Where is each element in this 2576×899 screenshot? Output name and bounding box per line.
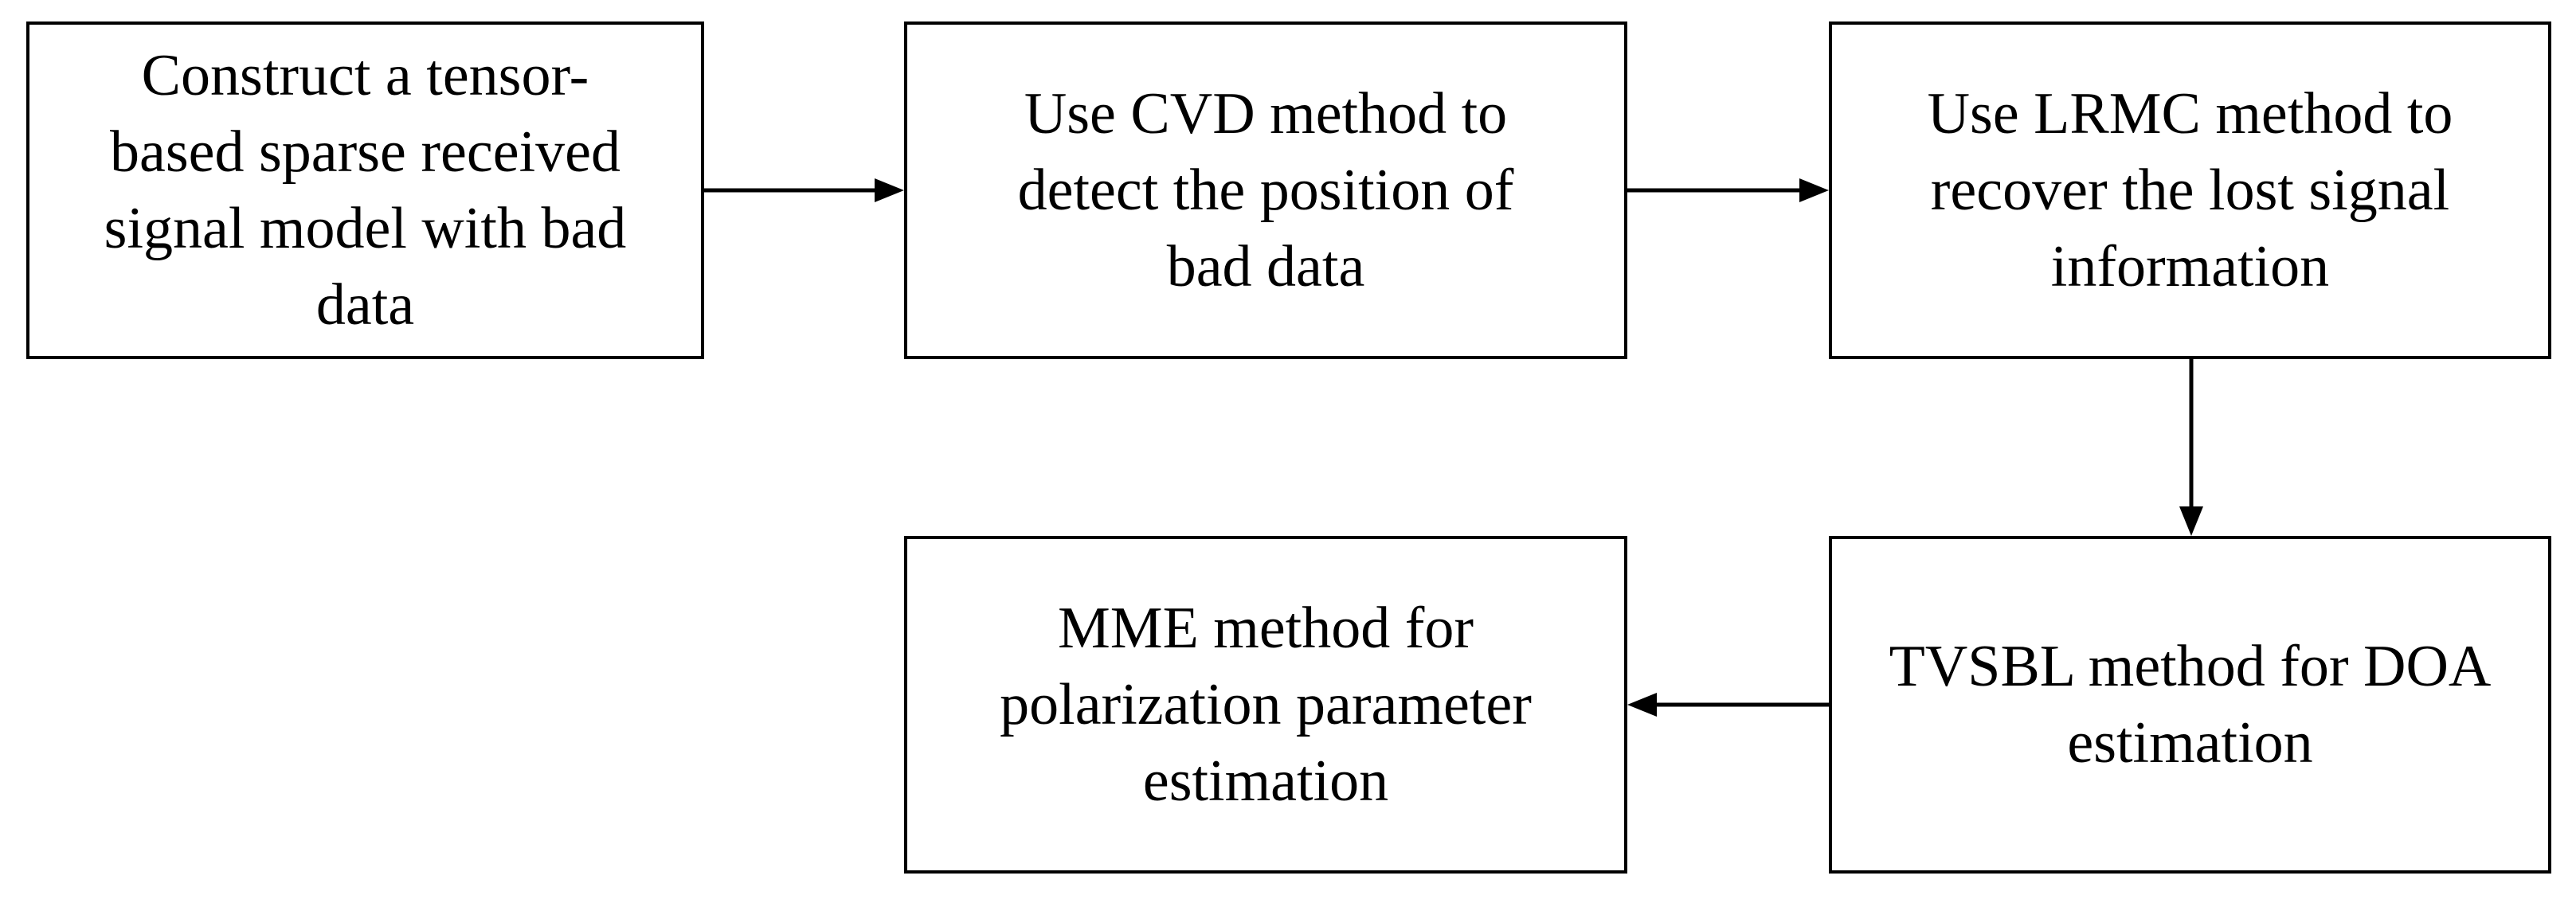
step-label-tvsbl-doa: TVSBL method for DOA estimation [1889,634,2492,776]
step-box-lrmc-recovery: Use LRMC method to recover the lost sign… [1829,21,2551,359]
step-box-tvsbl-doa: TVSBL method for DOA estimation [1829,536,2551,874]
step-label-lrmc-recovery: Use LRMC method to recover the lost sign… [1927,81,2453,299]
arrow-4-to-5-head [1627,693,1657,717]
step-label-construct-model: Construct a tensor- based sparse receive… [104,43,627,338]
step-box-construct-model: Construct a tensor- based sparse receive… [26,21,704,359]
step-box-mme-polarization: MME method for polarization parameter es… [904,536,1627,874]
arrow-3-to-4-head [2179,506,2203,536]
step-label-mme-polarization: MME method for polarization parameter es… [1000,596,1532,814]
step-label-cvd-detection: Use CVD method to detect the position of… [1017,81,1514,299]
arrow-1-to-2-head [875,178,904,202]
arrow-2-to-3-head [1799,178,1829,202]
step-box-cvd-detection: Use CVD method to detect the position of… [904,21,1627,359]
